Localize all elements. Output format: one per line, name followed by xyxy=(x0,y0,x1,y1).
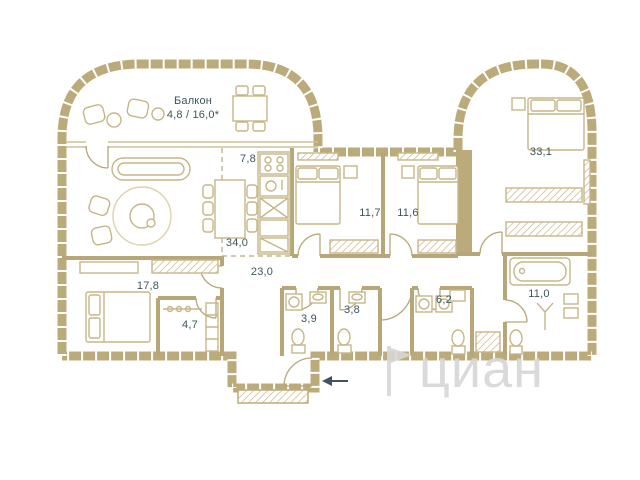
balcony-label: Балкон xyxy=(173,95,213,107)
kitchen-units xyxy=(257,151,291,255)
furniture xyxy=(79,85,591,355)
area-label-closet: 4,7 xyxy=(182,319,198,331)
bedroom-mid-left-furniture xyxy=(295,152,379,254)
area-label-bathroom-2: 3,8 xyxy=(344,304,360,316)
balcony-furniture xyxy=(82,85,268,132)
bathroom-master-fixtures xyxy=(509,257,579,355)
area-label-kitchen-niche: 7,8 xyxy=(240,153,256,165)
area-label-living-room: 34,0 xyxy=(225,237,249,249)
bathroom-laundry-fixtures xyxy=(415,289,466,355)
entry-step xyxy=(237,389,309,404)
area-label-bathroom-11-0: 11,0 xyxy=(528,288,550,300)
living-room-furniture xyxy=(88,157,258,246)
area-label-bedroom-11-7: 11,7 xyxy=(359,207,381,219)
exterior-walls xyxy=(57,59,597,404)
area-label-bathroom-6-2: 6,2 xyxy=(436,294,452,306)
area-label-hallway: 23,0 xyxy=(250,266,274,278)
area-label-bedroom-11-6: 11,6 xyxy=(397,207,419,219)
radiator xyxy=(475,331,501,353)
balcony-area-label: 4,8 / 16,0* xyxy=(166,109,220,121)
bathroom-2-fixtures xyxy=(337,291,366,354)
door-swings xyxy=(85,145,528,387)
bedroom-master-furniture xyxy=(505,97,591,237)
closet-furniture xyxy=(163,302,219,352)
area-label-bedroom-33-1: 33,1 xyxy=(529,146,553,158)
entry-arrow xyxy=(322,376,348,386)
interior-walls xyxy=(62,148,592,356)
bathroom-1-fixtures xyxy=(285,291,327,354)
bedroom-mid-right-furniture xyxy=(397,152,459,254)
wall-pier xyxy=(456,150,472,256)
bedroom-left-furniture xyxy=(79,259,219,343)
area-label-bathroom-1: 3,9 xyxy=(301,313,317,325)
balcony-window-line xyxy=(66,141,318,148)
area-label-bedroom-left: 17,8 xyxy=(136,280,160,292)
